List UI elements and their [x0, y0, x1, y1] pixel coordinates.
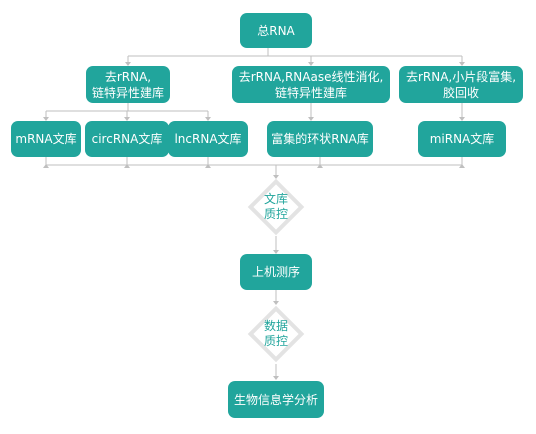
node-circrna-library: circRNA文库	[85, 121, 169, 157]
node-bioinformatics: 生物信息学分析	[228, 381, 324, 418]
data-qc-label: 数据 质控	[263, 319, 288, 348]
library-qc-label: 文库 质控	[263, 192, 288, 221]
node-mirna-library: miRNA文库	[418, 121, 506, 157]
node-branch-right: 去rRNA,小片段富集, 胶回收	[399, 66, 523, 103]
node-sequencing: 上机测序	[240, 254, 312, 290]
decision-data-qc: 数据 质控	[247, 305, 305, 363]
node-circ-enriched-library: 富集的环状RNA库	[267, 121, 373, 157]
node-branch-mid: 去rRNA,RNAase线性消化, 链特异性建库	[232, 66, 390, 103]
node-total-rna: 总RNA	[240, 13, 312, 48]
node-branch-left: 去rRNA, 链特异性建库	[86, 66, 170, 103]
decision-library-qc: 文库 质控	[247, 178, 305, 236]
node-mrna-library: mRNA文库	[11, 121, 81, 157]
node-lncrna-library: lncRNA文库	[168, 121, 248, 157]
